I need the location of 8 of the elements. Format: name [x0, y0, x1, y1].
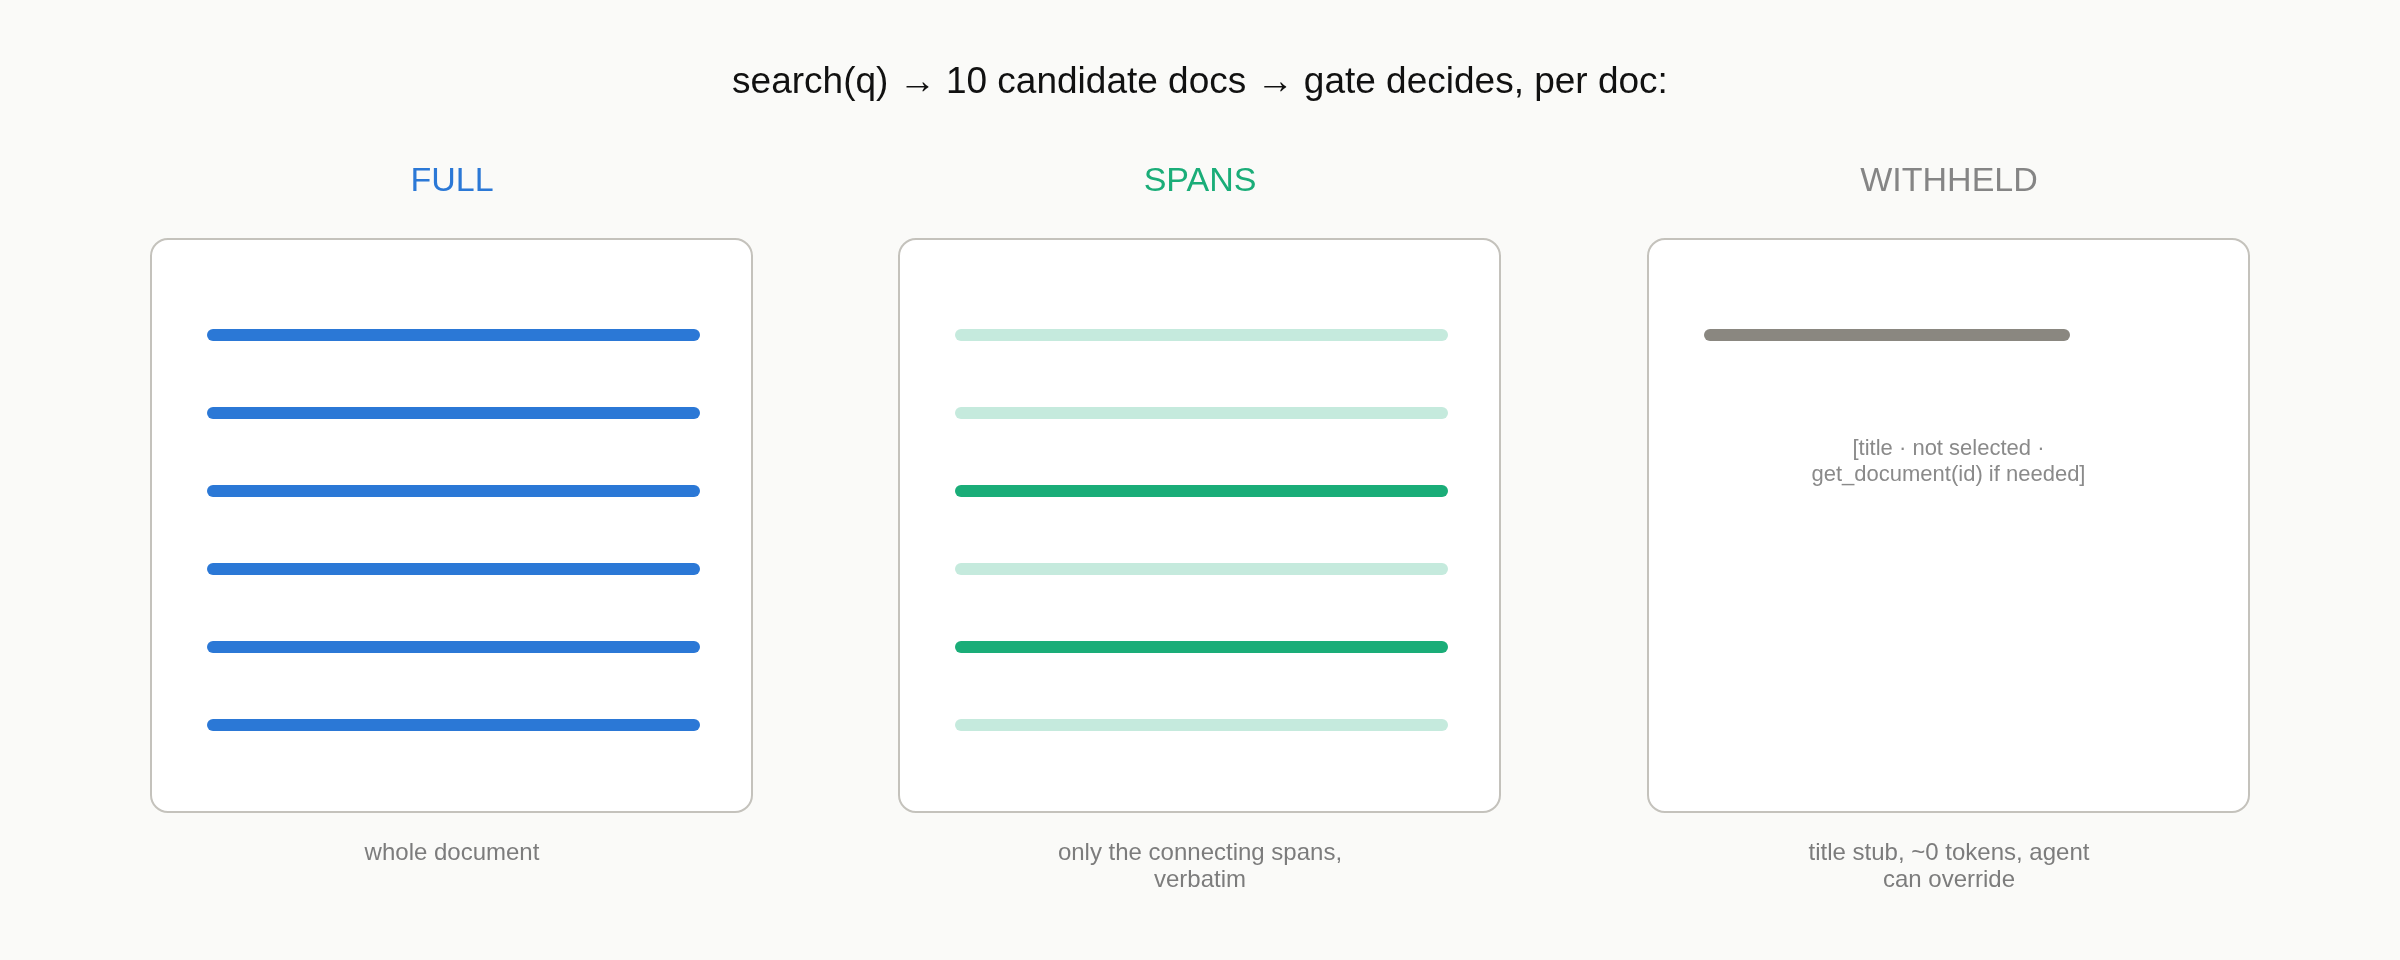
diagram-title: search(q) → 10 candidate docs → gate decides, per doc: — [732, 60, 1668, 102]
card-caption: whole document — [364, 838, 540, 865]
card-caption: only the connecting spans, verbatim — [1056, 838, 1344, 892]
column-heading: WITHHELD — [1860, 160, 2038, 199]
placeholder-note: [title · not selected · get_document(id) if needed] — [1810, 435, 2087, 487]
card-caption: title stub, ~0 tokens, agent can override — [1807, 838, 2091, 892]
column-heading: SPANS — [1143, 160, 1257, 199]
column-heading: FULL — [410, 160, 494, 199]
